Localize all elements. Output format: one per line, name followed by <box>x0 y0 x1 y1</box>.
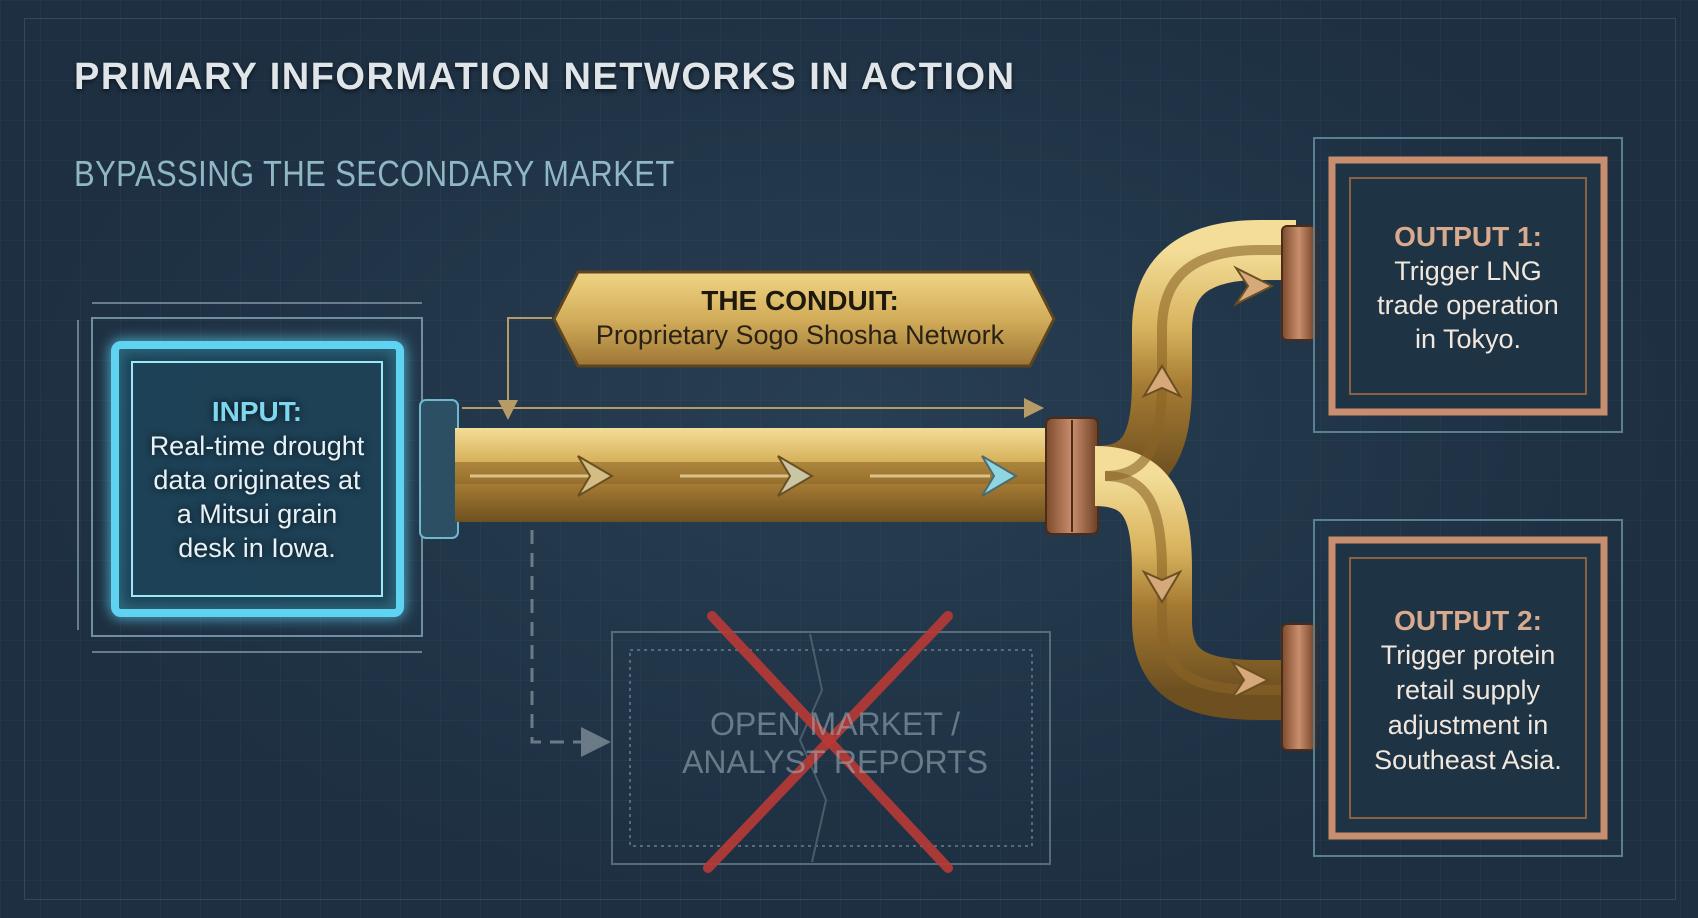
bypass-dashed-arrow <box>530 530 611 757</box>
output2-box <box>1313 519 1623 857</box>
flow-arrow-icon <box>981 455 1018 497</box>
open-market-box <box>530 530 1051 865</box>
output2-line: Trigger protein <box>1380 640 1556 670</box>
upper-branch-channel <box>1104 245 1296 481</box>
pipe-branch-lower <box>1093 446 1296 720</box>
conduit-heading: THE CONDUIT: <box>701 285 899 316</box>
open-market-text: OPEN MARKET / ANALYST REPORTS <box>650 705 1020 781</box>
input-inner-frame <box>131 361 383 597</box>
conduit-text: THE CONDUIT: Proprietary Sogo Shosha Net… <box>560 283 1040 353</box>
output2-line: retail supply <box>1395 675 1541 705</box>
conduit-plate-shape <box>552 270 1056 368</box>
flow-arrow-icon <box>1233 265 1275 307</box>
input-box <box>77 302 459 653</box>
input-glow-frame <box>111 341 404 617</box>
flow-arrow-down-icon <box>1141 569 1183 604</box>
output1-outer-frame <box>1313 137 1623 433</box>
output2-line: adjustment in <box>1387 710 1549 740</box>
output2-outer-frame <box>1313 519 1623 857</box>
output2-copper-frame <box>1328 536 1608 840</box>
input-line: a Mitsui grain <box>176 499 338 529</box>
open-market-inner-frame <box>629 649 1033 847</box>
output1-line: trade operation <box>1377 290 1559 320</box>
lower-branch-channel <box>1104 471 1296 695</box>
main-pipe-channel <box>455 462 1065 484</box>
output2-inner-frame <box>1349 557 1587 819</box>
input-text: INPUT: Real-time drought data originates… <box>132 395 382 565</box>
conduit-label-plate <box>462 270 1056 420</box>
open-market-line: ANALYST REPORTS <box>682 744 988 780</box>
crack-line <box>798 633 828 863</box>
output1-pipe-flange <box>1281 225 1317 341</box>
output1-inner-frame <box>1349 177 1587 395</box>
output1-line: Trigger LNG <box>1394 256 1542 286</box>
input-line: desk in Iowa. <box>178 533 336 563</box>
blueprint-frame <box>24 18 1676 900</box>
page-subtitle: BYPASSING THE SECONDARY MARKET <box>74 153 675 194</box>
output2-heading: OUTPUT 2: <box>1394 605 1542 636</box>
conduit-pointer-arrow <box>498 317 552 420</box>
output2-line: Southeast Asia. <box>1374 745 1562 775</box>
open-market-outer-frame <box>611 631 1051 865</box>
output1-copper-frame <box>1328 156 1608 416</box>
flow-arrow-icon <box>577 455 614 497</box>
conduit-pipe <box>455 220 1317 751</box>
input-line: Real-time drought <box>149 431 365 461</box>
flow-arrow-up-icon <box>1141 364 1183 399</box>
output2-pipe-flange <box>1281 623 1317 751</box>
output1-text: OUTPUT 1: Trigger LNG trade operation in… <box>1338 220 1598 356</box>
output1-heading: OUTPUT 1: <box>1394 221 1542 252</box>
output1-box <box>1313 137 1623 433</box>
output1-line: in Tokyo. <box>1414 324 1522 354</box>
input-pipe-connector <box>419 399 459 539</box>
page-title: PRIMARY INFORMATION NETWORKS IN ACTION <box>74 56 1016 98</box>
input-line: data originates at <box>153 465 361 495</box>
crossed-out-icon <box>703 611 953 873</box>
flow-arrow-icon <box>777 455 814 497</box>
output2-text: OUTPUT 2: Trigger protein retail supply … <box>1358 603 1578 778</box>
open-market-line: OPEN MARKET / <box>709 706 961 742</box>
flow-arrow-icon <box>1229 659 1271 701</box>
input-heading: INPUT: <box>211 396 303 427</box>
conduit-description: Proprietary Sogo Shosha Network <box>595 320 1005 350</box>
